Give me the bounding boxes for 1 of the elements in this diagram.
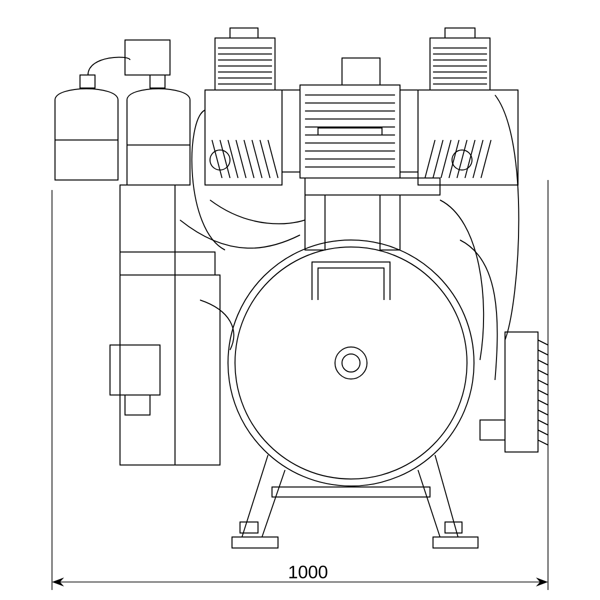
dimension-label: 1000 — [289, 566, 328, 578]
